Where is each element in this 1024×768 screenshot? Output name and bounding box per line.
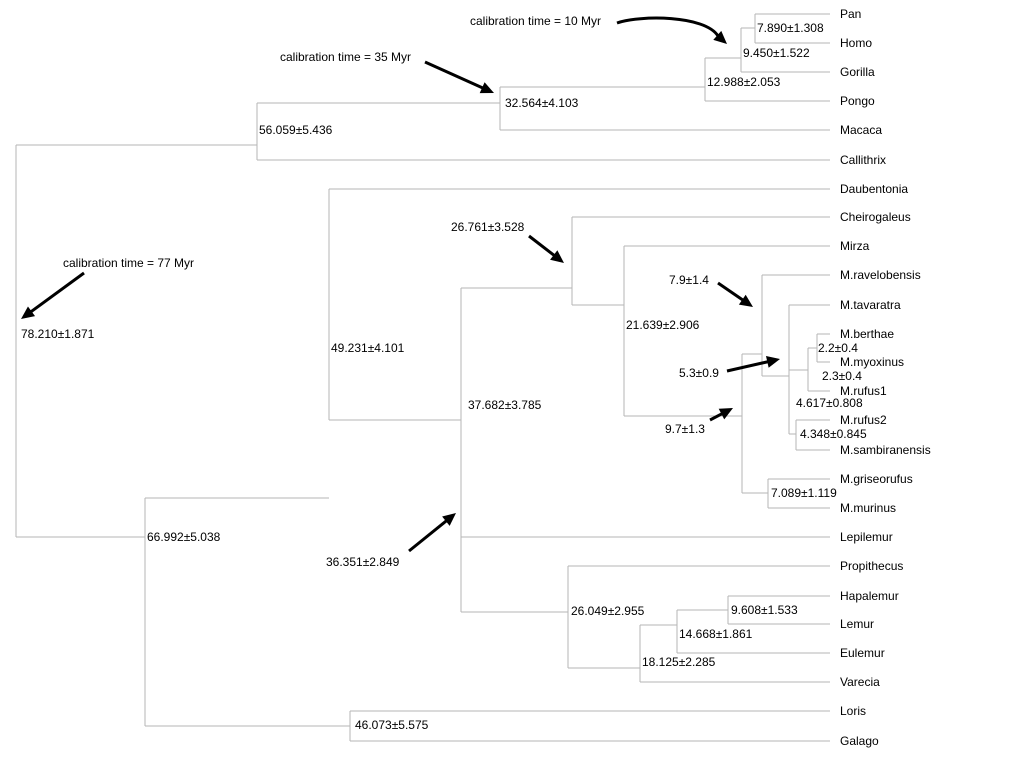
node-age-label: 14.668±1.861 — [679, 627, 753, 641]
arrow-shaft — [528, 234, 559, 260]
taxon-label: Daubentonia — [840, 182, 908, 196]
taxon-label: Galago — [840, 734, 879, 748]
arrow-shaft — [717, 281, 748, 304]
taxon-label: M.rufus1 — [840, 384, 887, 398]
node-age-label: 4.617±0.808 — [796, 396, 863, 410]
taxon-label: Loris — [840, 704, 866, 718]
node-age-label: 5.3±0.9 — [679, 366, 719, 380]
taxon-label: M.sambiranensis — [840, 443, 931, 457]
taxon-label: Propithecus — [840, 559, 903, 573]
node-age-label: 37.682±3.785 — [468, 398, 542, 412]
taxon-label: M.griseorufus — [840, 472, 913, 486]
taxon-label: M.murinus — [840, 501, 896, 515]
taxon-label: Hapalemur — [840, 589, 899, 603]
node-age-label: 12.988±2.053 — [707, 75, 781, 89]
node-age-label: 36.351±2.849 — [326, 555, 400, 569]
arrow-head — [550, 250, 564, 263]
taxon-label: Cheirogaleus — [840, 210, 911, 224]
calibration-label: calibration time = 10 Myr — [470, 14, 601, 28]
arrow-head — [765, 356, 780, 368]
node-age-label: 18.125±2.285 — [642, 655, 716, 669]
node-age-label: 2.3±0.4 — [822, 369, 862, 383]
node-age-label: 56.059±5.436 — [259, 123, 333, 137]
taxon-label: Mirza — [840, 239, 870, 253]
taxon-label: M.tavaratra — [840, 298, 901, 312]
arrow-shaft — [726, 359, 773, 373]
arrow-head — [738, 294, 753, 307]
arrow-shaft — [26, 271, 85, 316]
taxon-label: M.myoxinus — [840, 355, 904, 369]
arrow-head — [442, 513, 456, 526]
node-age-label: 66.992±5.038 — [147, 530, 221, 544]
taxon-label: Lemur — [840, 617, 874, 631]
taxon-label: Homo — [840, 36, 872, 50]
node-age-label: 7.890±1.308 — [757, 21, 824, 35]
taxon-label: M.berthae — [840, 327, 894, 341]
taxon-label: Pan — [840, 7, 861, 21]
arrow-head — [479, 82, 494, 94]
node-age-label: 32.564±4.103 — [505, 96, 579, 110]
calibration-label: calibration time = 35 Myr — [280, 50, 411, 64]
taxon-label: Lepilemur — [840, 530, 893, 544]
node-age-label: 26.049±2.955 — [571, 604, 645, 618]
taxon-label: M.rufus2 — [840, 413, 887, 427]
node-age-label: 46.073±5.575 — [355, 718, 429, 732]
node-age-label: 9.7±1.3 — [665, 422, 705, 436]
arrow-shaft — [408, 516, 451, 553]
arrow-head — [718, 408, 733, 420]
node-age-label: 7.9±1.4 — [669, 273, 709, 287]
node-age-label: 4.348±0.845 — [800, 427, 867, 441]
taxon-label: Eulemur — [840, 646, 885, 660]
node-age-label: 21.639±2.906 — [626, 318, 700, 332]
node-age-label: 49.231±4.101 — [331, 341, 405, 355]
tree-labels: PanHomoGorillaPongoMacacaCallithrixDaube… — [21, 7, 931, 748]
taxon-label: Callithrix — [840, 153, 886, 167]
node-age-label: 7.089±1.119 — [771, 486, 837, 500]
calibration-label: calibration time = 77 Myr — [63, 256, 194, 270]
arrow-shaft — [424, 60, 488, 92]
arrow-head — [21, 306, 36, 319]
taxon-label: Pongo — [840, 94, 875, 108]
taxon-label: Macaca — [840, 123, 882, 137]
calibration-arrows — [21, 16, 780, 553]
taxon-label: Varecia — [840, 675, 880, 689]
taxon-label: Gorilla — [840, 65, 875, 79]
node-age-label: 9.608±1.533 — [731, 603, 798, 617]
tree-branches — [15, 13, 830, 742]
arrow-head — [713, 30, 727, 44]
node-age-label: 26.761±3.528 — [451, 220, 525, 234]
node-age-label: 2.2±0.4 — [818, 341, 858, 355]
node-age-label: 78.210±1.871 — [21, 327, 95, 341]
arrow-shaft — [616, 16, 720, 37]
node-age-label: 9.450±1.522 — [743, 46, 810, 60]
taxon-label: M.ravelobensis — [840, 268, 921, 282]
